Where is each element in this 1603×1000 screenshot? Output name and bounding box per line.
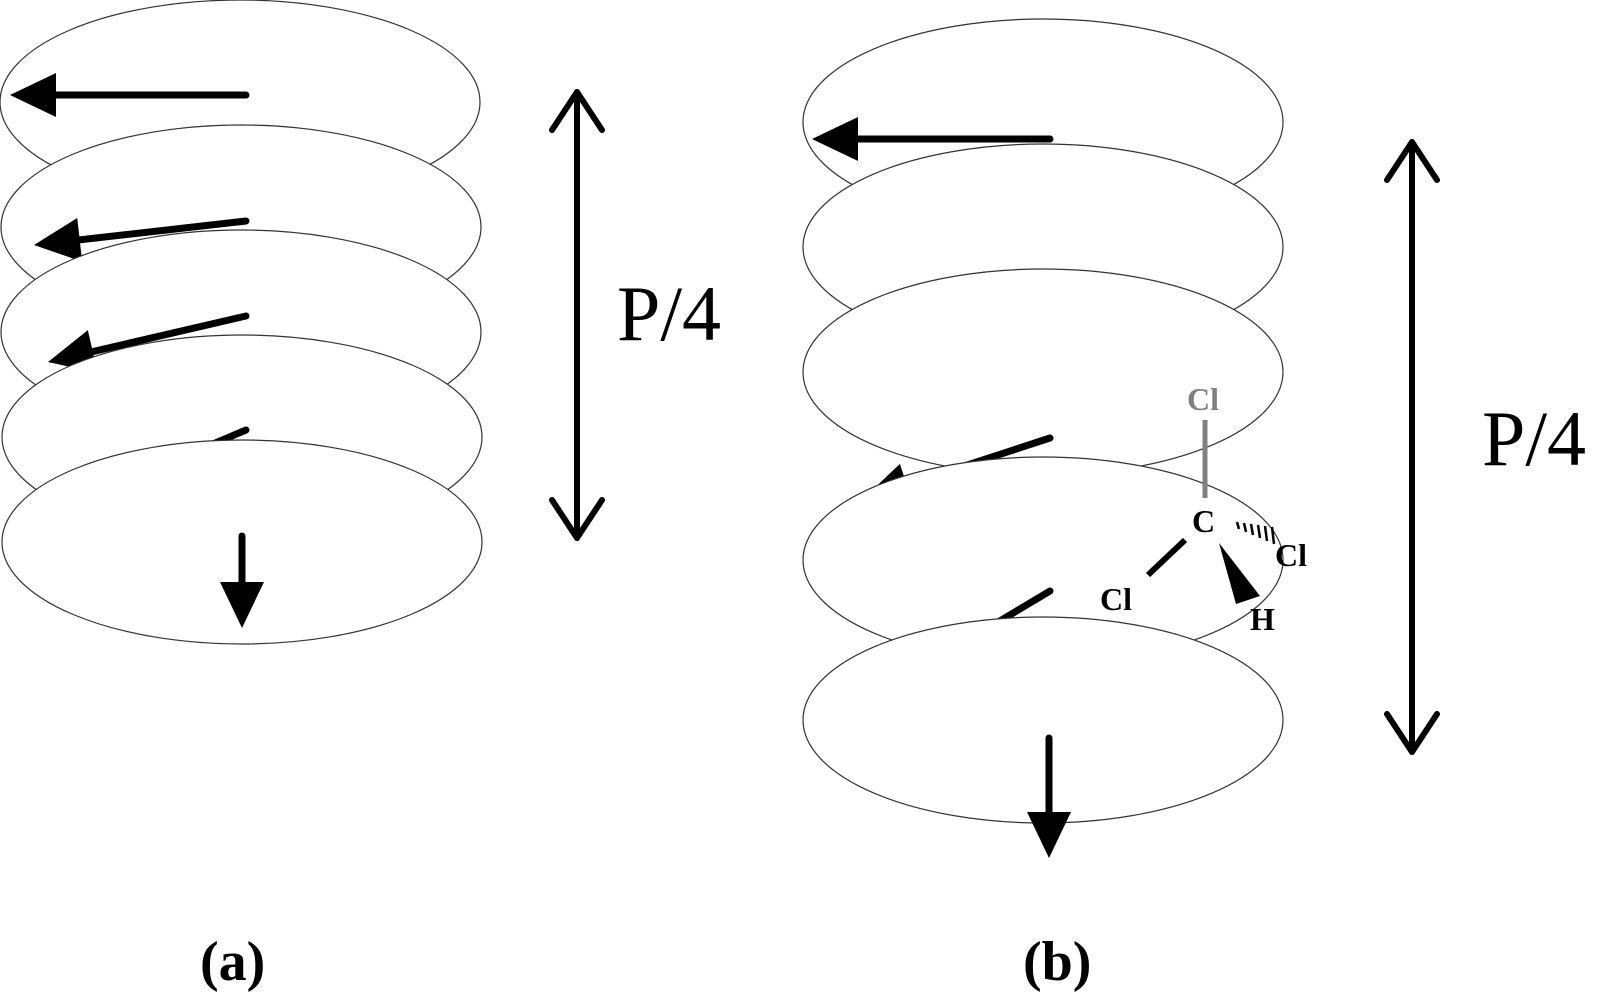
pitch-arrow-top-head (1384, 139, 1440, 183)
director-arrow-head (1027, 812, 1071, 858)
pitch-label: P/4 (617, 270, 721, 357)
pitch-arrow-top-head (549, 89, 605, 133)
layer-disk (803, 457, 1283, 663)
director-arrow-head (34, 217, 83, 262)
panel-b: Cl C Cl Cl H P/4 (b) (802, 18, 1586, 993)
molecule: Cl C Cl Cl H (1100, 381, 1307, 637)
atom-c-central: C (1192, 503, 1215, 539)
atom-h: H (1250, 601, 1275, 637)
atom-cl-right: Cl (1275, 537, 1307, 573)
layer-5 (802, 616, 1284, 858)
director-arrow-head (10, 73, 56, 117)
atom-cl-left: Cl (1100, 581, 1132, 617)
panel-label: (a) (200, 931, 265, 993)
layer-disk (803, 617, 1283, 823)
bond-c-h-wedge (1219, 543, 1260, 604)
pitch-label: P/4 (1482, 395, 1586, 482)
panel-a: P/4 (a) (0, 0, 721, 993)
panel-b-pitch-arrow (1384, 139, 1440, 755)
pitch-arrow-bottom-head (1384, 711, 1440, 755)
panel-a-pitch-arrow (549, 89, 605, 541)
layer-5 (1, 439, 483, 645)
director-arrow-head (220, 582, 264, 628)
panel-label: (b) (1023, 931, 1091, 993)
director-arrow-head (812, 117, 858, 161)
bond-c-cl-right-hashed (1235, 521, 1276, 545)
director-arrow-shaft (70, 217, 250, 245)
panel-a-layers (0, 0, 483, 645)
layer-hatching (1, 439, 483, 645)
pitch-arrow-bottom-head (549, 497, 605, 541)
bond-c-cl-left (1145, 537, 1188, 578)
layer-disk (803, 269, 1283, 475)
atom-cl-top: Cl (1187, 381, 1219, 417)
director-arrow-shaft (83, 312, 250, 357)
panel-b-layers (802, 18, 1284, 858)
